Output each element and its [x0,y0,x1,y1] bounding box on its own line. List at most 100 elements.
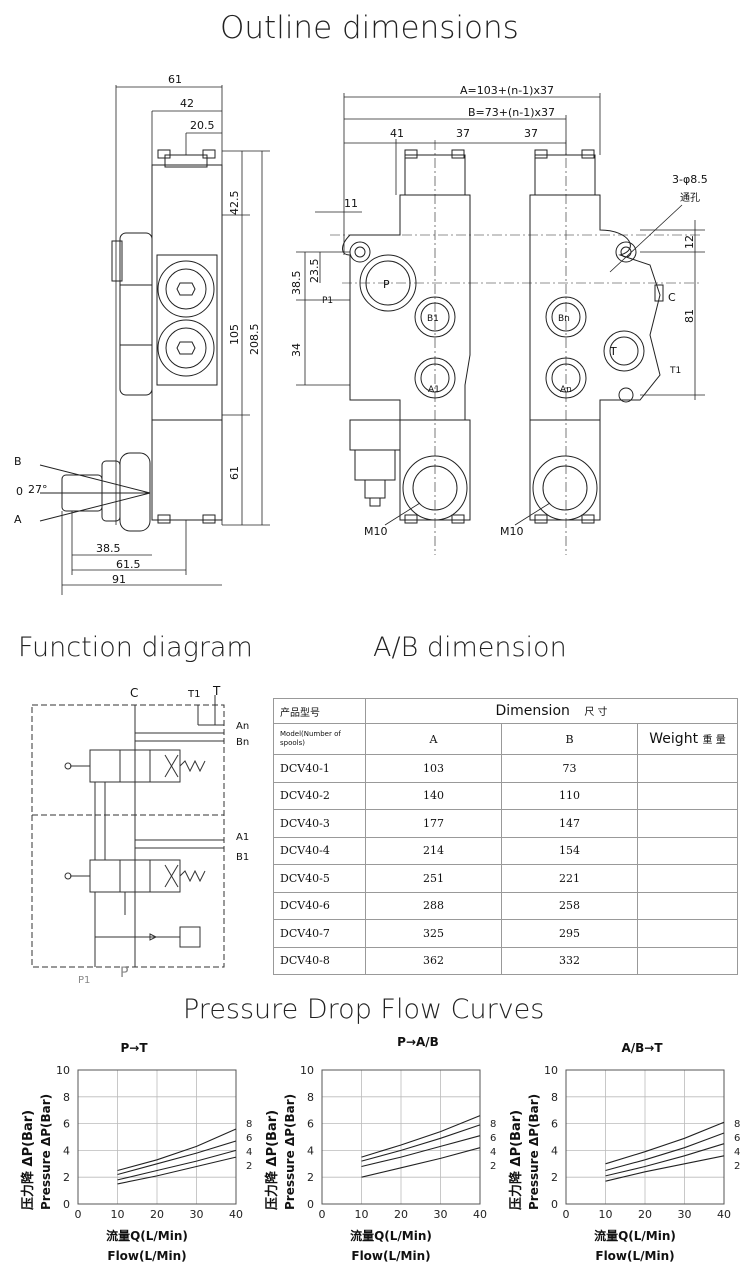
fd-label-b1: B1 [236,852,249,863]
dim-42: 42 [180,97,194,110]
cell-b: 221 [501,864,638,893]
thread-left: M10 [364,525,388,538]
cell-model: DCV40-8 [273,946,366,975]
cell-a: 251 [365,864,502,893]
fd-label-bn: Bn [236,737,249,748]
xlabel-cn: 流量Q(L/Min) [106,1228,188,1243]
cell-a: 362 [365,946,502,975]
ytick-label: 10 [300,1064,314,1077]
ytick-label: 4 [63,1144,70,1157]
port-t1: T1 [669,366,681,376]
ytick-label: 2 [307,1171,314,1184]
cell-a: 214 [365,836,502,865]
side-view [39,149,223,532]
series-line-6 [117,1140,237,1176]
ytick-label: 6 [551,1118,558,1131]
ytick-label: 6 [307,1118,314,1131]
fd-label-t: T [212,685,221,698]
series-label: 2 [490,1161,496,1172]
dim-a-formula: A=103+(n-1)x37 [460,84,554,97]
cell-a: 177 [365,809,502,838]
xtick-label: 0 [75,1208,82,1221]
xtick-label: 40 [717,1208,731,1221]
series-line-8 [605,1121,725,1165]
cell-b: 147 [501,809,638,838]
dim-81: 81 [683,309,696,323]
ytick-label: 8 [63,1091,70,1104]
dim-38-5: 38.5 [96,542,121,555]
xlabel-en: Flow(L/Min) [351,1249,430,1263]
fd-label-c: C [130,686,138,700]
header-b: B [501,723,638,755]
series-line-6 [361,1124,481,1162]
ylabel-cn: 压力降 ΔP(Bar) [20,1110,36,1210]
xtick-label: 30 [434,1208,448,1221]
dim-42-5: 42.5 [228,191,241,216]
port-an: An [560,385,572,395]
ylabel-en: Pressure ΔP(Bar) [283,1094,297,1210]
dim-208-5: 208.5 [248,324,261,356]
ytick-label: 2 [551,1171,558,1184]
cell-b: 295 [501,919,638,948]
port-p1: P1 [322,296,333,306]
function-diagram: C T1 T An Bn A1 B1 P1 P [31,685,249,985]
front-view [342,149,664,524]
ytick-label: 0 [551,1198,558,1211]
hole-spec-cn: 通孔 [680,192,700,204]
series-label: 6 [490,1133,496,1144]
xlabel-cn: 流量Q(L/Min) [594,1228,676,1243]
dim-23-5: 23.5 [308,259,321,284]
cell-b: 258 [501,891,638,920]
plot-frame [565,1069,725,1205]
port-a1: A1 [428,385,440,395]
series-label: 8 [246,1119,252,1130]
port-b1: B1 [427,314,439,324]
cell-model: DCV40-2 [273,781,366,810]
series-label: 6 [246,1133,252,1144]
ytick-label: 8 [551,1091,558,1104]
cell-b: 332 [501,946,638,975]
ylabel-cn: 压力降 ΔP(Bar) [508,1110,524,1210]
cell-weight [637,864,738,893]
dim-34: 34 [290,343,303,357]
header-model: 产品型号 [273,698,366,724]
xtick-label: 0 [563,1208,570,1221]
header-model-sub: Model(Number of spools) [273,723,366,755]
dim-41: 41 [390,127,404,140]
xtick-label: 20 [150,1208,164,1221]
chart-title: P→A/B [397,1035,439,1049]
dim-37b: 37 [524,127,538,140]
series-label: 4 [734,1147,740,1158]
xtick-label: 40 [473,1208,487,1221]
outline-drawing: 61 42 20.5 42.5 105 208.5 61 38.5 61.5 9… [14,73,708,595]
cell-b: 154 [501,836,638,865]
series-label: 4 [246,1147,252,1158]
fd-label-p: P [120,965,128,981]
cell-weight [637,946,738,975]
cell-weight [637,919,738,948]
series-line-8 [117,1128,237,1172]
lever-angle: 27° [28,483,48,496]
cell-model: DCV40-4 [273,836,366,865]
series-line-4 [605,1143,725,1177]
hole-spec: 3-φ8.5 [672,173,708,186]
chart-title: P→T [120,1041,148,1055]
series-label: 4 [490,1147,496,1158]
thread-right: M10 [500,525,524,538]
lever-b: B [14,455,22,468]
dim-b-formula: B=73+(n-1)x37 [468,106,555,119]
series-line-2 [605,1155,725,1182]
lever-o: 0 [16,485,23,498]
cell-model: DCV40-3 [273,809,366,838]
fd-label-t1: T1 [187,689,200,700]
plot-frame [321,1069,481,1205]
xtick-label: 10 [355,1208,369,1221]
plot-frame [77,1069,237,1205]
cell-b: 73 [501,754,638,783]
xtick-label: 0 [319,1208,326,1221]
